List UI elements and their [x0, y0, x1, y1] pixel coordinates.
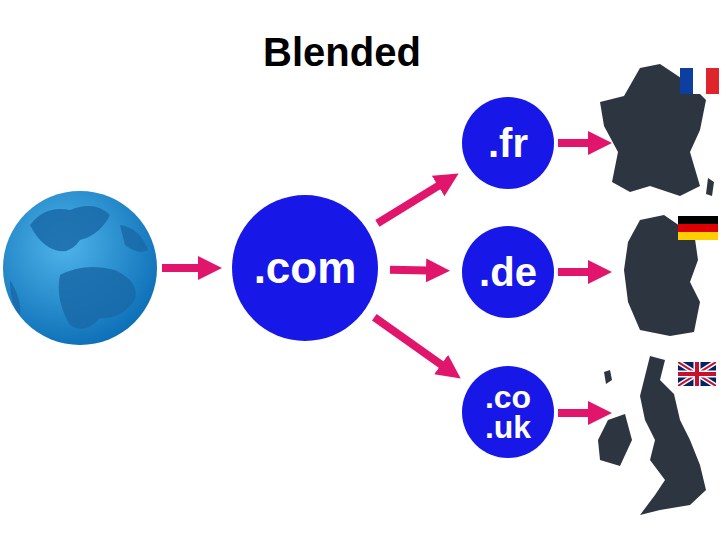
globe — [3, 191, 157, 345]
text-stack: .co .uk — [477, 382, 539, 443]
domain-circle: .fr — [462, 97, 554, 189]
arrow-connector — [377, 185, 440, 223]
france-flag — [680, 68, 719, 94]
domain-circle: .co .uk — [462, 366, 554, 458]
text-stack: .fr — [488, 124, 528, 162]
domain-circle: .de — [462, 226, 554, 318]
circle-shape — [462, 366, 554, 458]
domain-label: .de — [479, 253, 537, 291]
domain-label: .com — [254, 247, 357, 289]
circle-shape — [462, 226, 554, 318]
domain-label: .co .uk — [477, 382, 539, 443]
circle-shape — [462, 97, 554, 189]
arrow — [162, 264, 200, 272]
uk-flag — [678, 362, 716, 386]
arrow-connector — [390, 266, 428, 275]
text-stack: .com — [254, 247, 357, 289]
circle-shape — [232, 195, 378, 341]
domain-label: .fr — [488, 124, 528, 162]
arrow — [558, 409, 590, 417]
diagram-title: Blended — [263, 30, 421, 75]
arrow — [558, 139, 590, 147]
domain-circle: .com — [232, 195, 378, 341]
germany-flag — [678, 216, 718, 240]
france-map — [600, 64, 714, 196]
arrow — [558, 268, 590, 276]
text-stack: .de — [479, 253, 537, 291]
arrow-connector — [374, 317, 442, 366]
